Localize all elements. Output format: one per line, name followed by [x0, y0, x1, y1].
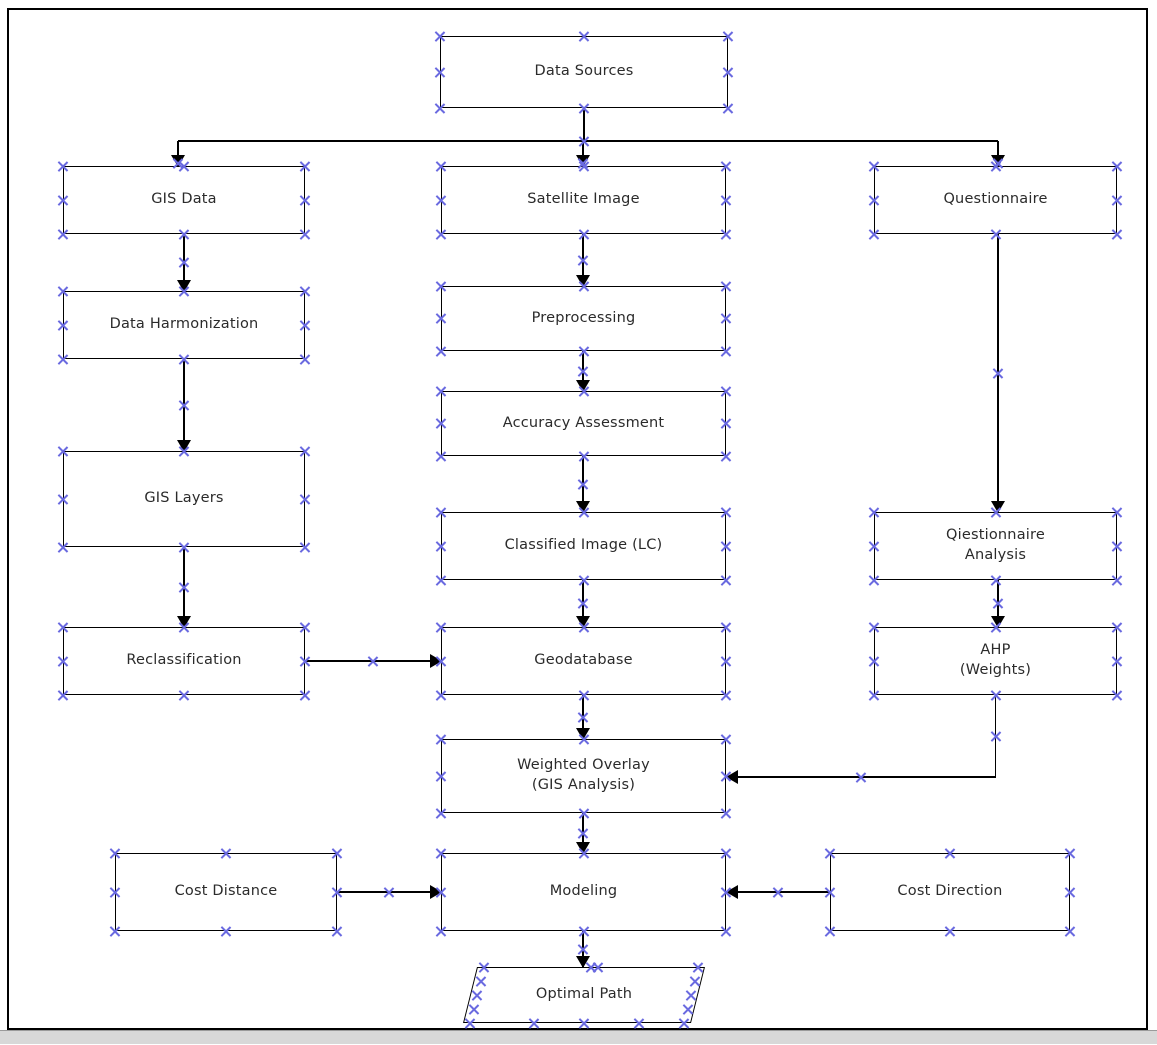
node-label-cost-distance: Cost Distance — [174, 883, 278, 900]
node-cost-direction[interactable]: Cost Direction — [830, 853, 1070, 931]
node-label-questionnaire: Questionnaire — [943, 191, 1048, 208]
node-label-weighted-overlay: Weighted Overlay (GIS Analysis) — [517, 757, 650, 793]
arrowhead-reclass-geo — [430, 654, 442, 668]
node-label-reclassification: Reclassification — [126, 652, 242, 669]
edge-q-qa — [997, 234, 999, 512]
arrowhead-model-path — [576, 956, 590, 968]
arrowhead-cdir-model — [726, 885, 738, 899]
node-label-preprocessing: Preprocessing — [531, 309, 636, 326]
edge-ahp-wo-h — [726, 776, 996, 778]
edge-wo-model — [582, 813, 584, 853]
node-geodatabase[interactable]: Geodatabase — [441, 627, 726, 695]
arrowhead-geo-wo — [576, 728, 590, 740]
arrowhead-ds-sat — [576, 155, 590, 167]
node-label-optimal-path: Optimal Path — [535, 986, 633, 1003]
arrowhead-wo-model — [576, 842, 590, 854]
node-preprocessing[interactable]: Preprocessing — [441, 286, 726, 351]
arrowhead-class-geo — [576, 616, 590, 628]
node-label-data-sources: Data Sources — [534, 63, 634, 80]
edge-ds-stem — [583, 108, 585, 141]
edge-class-geo — [582, 580, 584, 627]
arrowhead-q-qa — [991, 501, 1005, 513]
edge-ahp-wo-v — [994, 695, 997, 777]
node-label-satellite-image: Satellite Image — [527, 191, 640, 208]
arrowhead-gis-harm — [177, 280, 191, 292]
edge-geo-wo — [582, 695, 584, 739]
edge-cd-model — [337, 891, 441, 893]
node-optimal-path[interactable]: Optimal Path — [463, 967, 705, 1023]
edge-ds-bus — [178, 140, 998, 142]
edge-acc-class — [582, 456, 584, 512]
arrowhead-harm-layers — [177, 440, 191, 452]
node-satellite-image[interactable]: Satellite Image — [441, 166, 726, 234]
node-gis-layers[interactable]: GIS Layers — [63, 451, 305, 547]
edge-qa-ahp — [997, 580, 999, 627]
node-accuracy-assessment[interactable]: Accuracy Assessment — [441, 391, 726, 456]
arrowhead-cd-model — [430, 885, 442, 899]
edge-cdir-model — [726, 891, 830, 893]
node-modeling[interactable]: Modeling — [441, 853, 726, 931]
arrowhead-ds-q — [991, 155, 1005, 167]
node-questionnaire[interactable]: Questionnaire — [874, 166, 1117, 234]
node-label-geodatabase: Geodatabase — [534, 652, 633, 669]
edge-harm-layers — [183, 359, 185, 451]
edge-layers-reclass — [183, 547, 185, 627]
arrowhead-ahp-wo — [726, 770, 738, 784]
arrowhead-ds-gis — [171, 155, 185, 167]
arrowhead-sat-pre — [576, 275, 590, 287]
edge-model-path — [582, 931, 584, 967]
arrowhead-acc-class — [576, 501, 590, 513]
node-label-data-harmonization: Data Harmonization — [109, 316, 259, 333]
edge-ds-gis — [177, 141, 179, 166]
edge-ds-sat — [582, 141, 584, 166]
edge-sat-pre — [582, 234, 584, 286]
node-data-harmonization[interactable]: Data Harmonization — [63, 291, 305, 359]
arrowhead-qa-ahp — [991, 616, 1005, 628]
node-gis-data[interactable]: GIS Data — [63, 166, 305, 234]
arrowhead-layers-reclass — [177, 616, 191, 628]
node-cost-distance[interactable]: Cost Distance — [115, 853, 337, 931]
edge-gis-harm — [183, 234, 185, 291]
node-weighted-overlay[interactable]: Weighted Overlay (GIS Analysis) — [441, 739, 726, 813]
node-label-gis-data: GIS Data — [151, 191, 217, 208]
node-classified-image[interactable]: Classified Image (LC) — [441, 512, 726, 580]
node-reclassification[interactable]: Reclassification — [63, 627, 305, 695]
node-data-sources[interactable]: Data Sources — [440, 36, 728, 108]
edge-ds-q — [997, 141, 999, 166]
node-label-accuracy-assessment: Accuracy Assessment — [502, 414, 665, 431]
edge-pre-acc — [582, 351, 584, 391]
node-label-gis-layers: GIS Layers — [144, 490, 224, 507]
node-label-cost-direction: Cost Direction — [897, 883, 1003, 900]
node-label-classified-image: Classified Image (LC) — [504, 537, 663, 554]
node-label-ahp-weights: AHP (Weights) — [959, 642, 1032, 678]
edge-reclass-geo — [305, 660, 441, 662]
node-ahp-weights[interactable]: AHP (Weights) — [874, 627, 1117, 695]
node-questionnaire-analysis[interactable]: Qiestionnaire Analysis — [874, 512, 1117, 580]
node-label-modeling: Modeling — [549, 883, 618, 900]
arrowhead-pre-acc — [576, 380, 590, 392]
node-label-questionnaire-analysis: Qiestionnaire Analysis — [946, 527, 1045, 563]
